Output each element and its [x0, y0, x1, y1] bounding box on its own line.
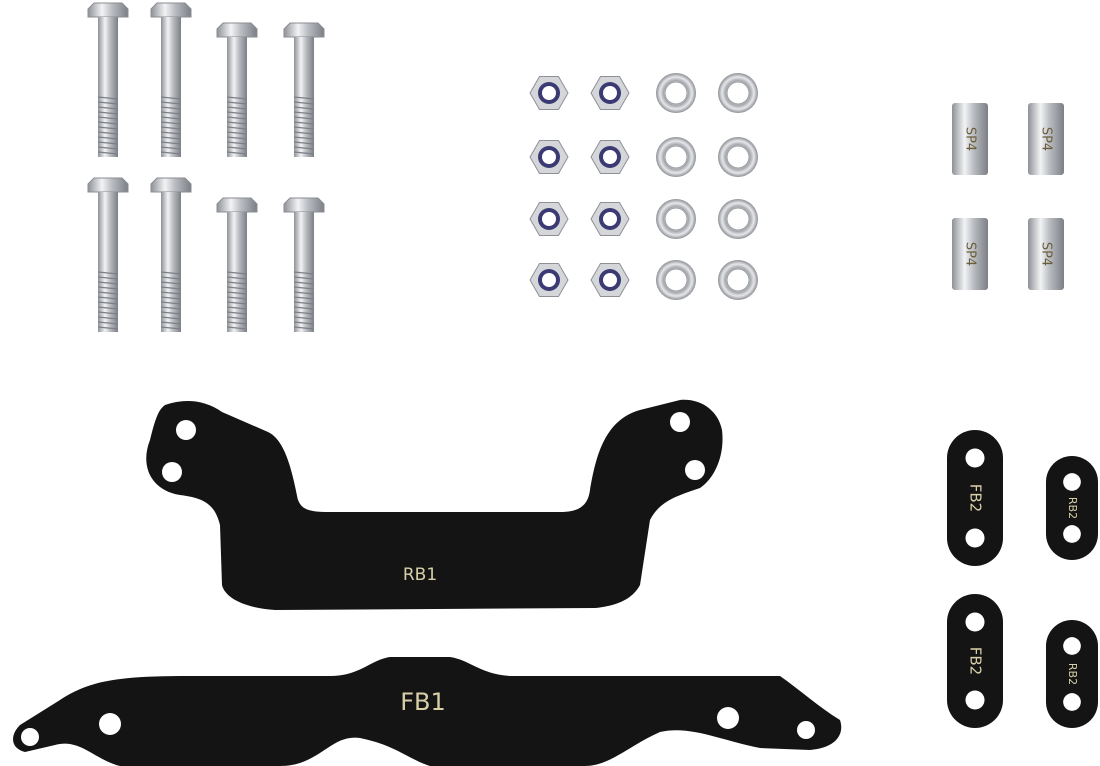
spacer-sp4: SP4 — [952, 218, 988, 290]
front-plate-fb2-label: FB2 — [967, 647, 985, 675]
spacer-sp4: SP4 — [1028, 103, 1064, 175]
spacer-sp4: SP4 — [952, 103, 988, 175]
front-bracket-fb1: FB1 — [13, 657, 842, 766]
washer — [718, 199, 758, 239]
lock-nut — [590, 263, 630, 297]
bolt — [216, 197, 258, 332]
lock-nut — [529, 140, 569, 174]
spacer-label: SP4 — [1039, 242, 1054, 266]
bolt — [216, 22, 258, 157]
rear-plate-rb2: RB2 — [1046, 456, 1098, 560]
washer — [718, 73, 758, 113]
rear-plate-rb2-label: RB2 — [1066, 663, 1079, 685]
front-plate-fb2: FB2 — [947, 430, 1003, 566]
lock-nut — [590, 140, 630, 174]
bolt — [283, 22, 325, 157]
washer — [718, 260, 758, 300]
washer — [656, 137, 696, 177]
bolt — [87, 177, 129, 332]
rear-plate-rb2: RB2 — [1046, 620, 1098, 728]
fb1-label: FB1 — [400, 688, 446, 716]
spacer-label: SP4 — [963, 242, 978, 266]
bolt — [283, 197, 325, 332]
bolt — [150, 2, 192, 157]
washers-group — [656, 73, 758, 300]
rb1-label: RB1 — [403, 565, 437, 585]
washer — [656, 260, 696, 300]
front-plate-fb2: FB2 — [947, 594, 1003, 728]
lock-nut — [590, 76, 630, 110]
lock-nut — [529, 76, 569, 110]
front-plate-fb2-label: FB2 — [967, 484, 985, 512]
bolt — [150, 177, 192, 332]
spacer-sp4: SP4 — [1028, 218, 1064, 290]
spacer-label: SP4 — [1039, 127, 1054, 151]
rear-plate-rb2-label: RB2 — [1066, 497, 1079, 519]
rear-bracket-rb1: RB1 — [146, 399, 723, 610]
washer — [656, 199, 696, 239]
lock-nut — [529, 263, 569, 297]
lock-nut — [529, 202, 569, 236]
bolts-group — [87, 2, 325, 332]
washer — [718, 137, 758, 177]
spacer-label: SP4 — [963, 127, 978, 151]
lock-nut — [590, 202, 630, 236]
washer — [656, 73, 696, 113]
bolt — [87, 2, 129, 157]
nuts-group — [529, 76, 630, 297]
